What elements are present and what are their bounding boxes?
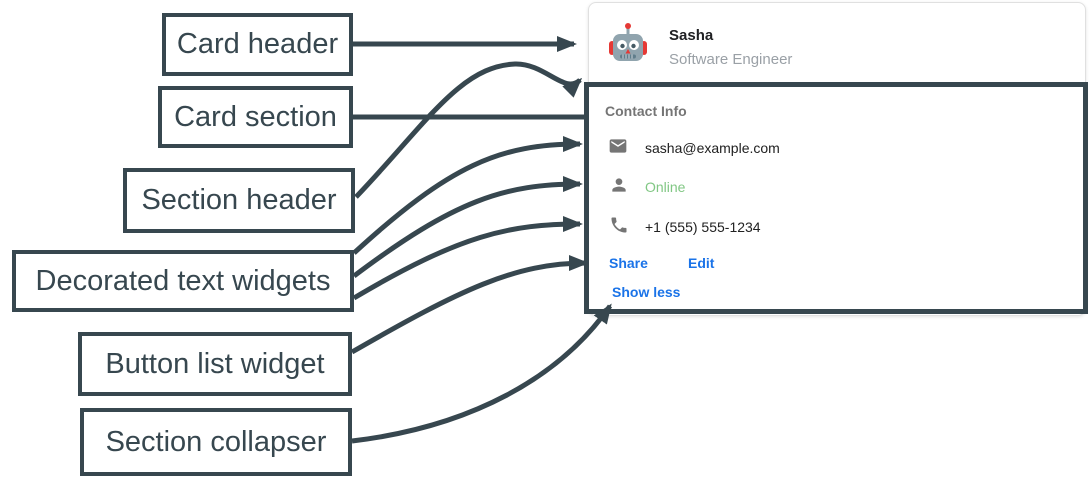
section-collapser-arrow (351, 303, 613, 444)
robot-avatar-icon (609, 23, 647, 61)
contact-card: Sasha Software Engineer Contact Info sas… (588, 2, 1086, 316)
email-text: sasha@example.com (645, 140, 780, 156)
email-icon (609, 139, 627, 153)
decorated-text-arrow-phone (352, 216, 583, 301)
label-button-list-widget: Button list widget (78, 332, 352, 396)
decorated-text-arrow-status (352, 176, 583, 278)
card-header-role: Software Engineer (669, 51, 793, 68)
decorated-text-arrow-email (352, 136, 583, 255)
label-decorated-text-widgets: Decorated text widgets (12, 250, 354, 312)
phone-text: +1 (555) 555-1234 (645, 219, 761, 235)
button-list-arrow (350, 255, 589, 355)
section-header-title: Contact Info (605, 103, 687, 119)
person-icon (612, 178, 626, 192)
section-header-arrow (354, 61, 583, 199)
edit-button[interactable]: Edit (688, 255, 715, 271)
share-button[interactable]: Share (609, 255, 648, 271)
phone-icon (611, 217, 627, 233)
label-section-collapser: Section collapser (80, 408, 352, 476)
card-header-name: Sasha (669, 27, 714, 44)
status-text: Online (645, 179, 686, 195)
show-less-button[interactable]: Show less (612, 284, 681, 300)
label-section-header: Section header (123, 168, 355, 233)
label-card-section: Card section (158, 86, 353, 148)
label-card-header: Card header (162, 13, 353, 76)
